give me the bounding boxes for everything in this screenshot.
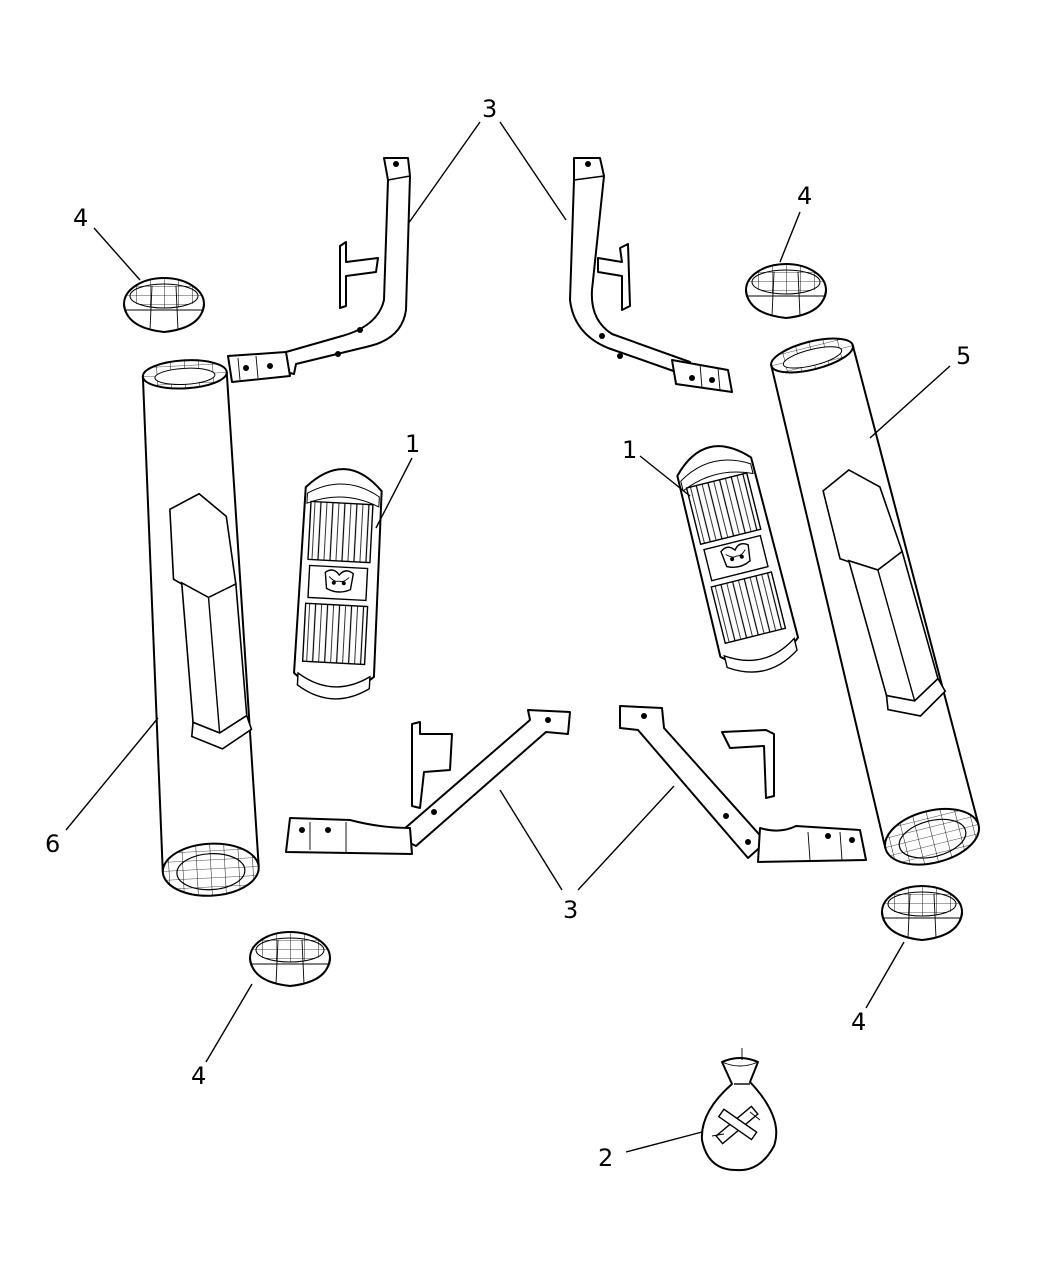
callout-2: 2 (598, 1144, 613, 1172)
callout-1-right: 1 (622, 436, 637, 464)
callout-3-bottom: 3 (563, 896, 578, 924)
step-pad-right (669, 436, 805, 682)
bracket-upper-right (569, 157, 733, 393)
end-cap-bottom-right (881, 885, 963, 941)
callout-3-top: 3 (482, 95, 497, 123)
end-cap-top-right (745, 263, 827, 319)
callout-4-bottom-right: 4 (851, 1008, 866, 1036)
callout-4-top-left: 4 (73, 204, 88, 232)
tube-step-left (135, 356, 262, 900)
end-cap-top-left (123, 277, 205, 333)
bracket-upper-left (227, 157, 411, 383)
bracket-lower-left (285, 709, 571, 855)
tube-step-right (760, 329, 986, 875)
bracket-lower-right (619, 705, 867, 863)
callout-6: 6 (45, 830, 60, 858)
callout-4-top-right: 4 (797, 182, 812, 210)
leader-lines (65, 121, 951, 1153)
hardware-bag (700, 1048, 778, 1172)
callout-1-left: 1 (405, 430, 420, 458)
callout-4-bottom-left: 4 (191, 1062, 206, 1090)
step-pad-left (291, 466, 386, 702)
callout-5: 5 (956, 342, 971, 370)
end-cap-bottom-left (249, 931, 331, 987)
